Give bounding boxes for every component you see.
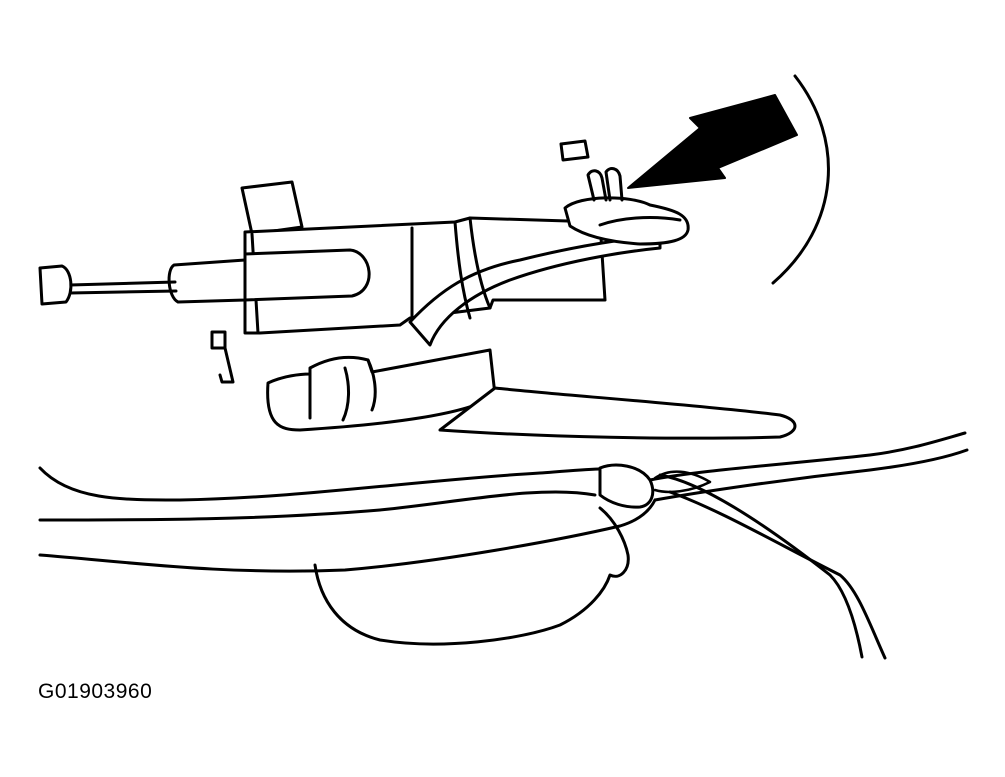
wire-strap	[408, 216, 662, 347]
actuator-arm	[266, 348, 797, 440]
bracket-hook	[210, 180, 304, 384]
loose-clip	[559, 139, 590, 162]
view-boundary-arc	[771, 74, 830, 285]
callout-arrow-icon	[627, 94, 798, 189]
mounting-bracket	[313, 506, 630, 646]
plunger-rod	[38, 258, 247, 306]
switch-housing	[243, 216, 607, 335]
figure-code-label: G01903960	[38, 680, 153, 703]
switch-terminal	[563, 167, 690, 246]
wiring-harness	[38, 431, 969, 660]
